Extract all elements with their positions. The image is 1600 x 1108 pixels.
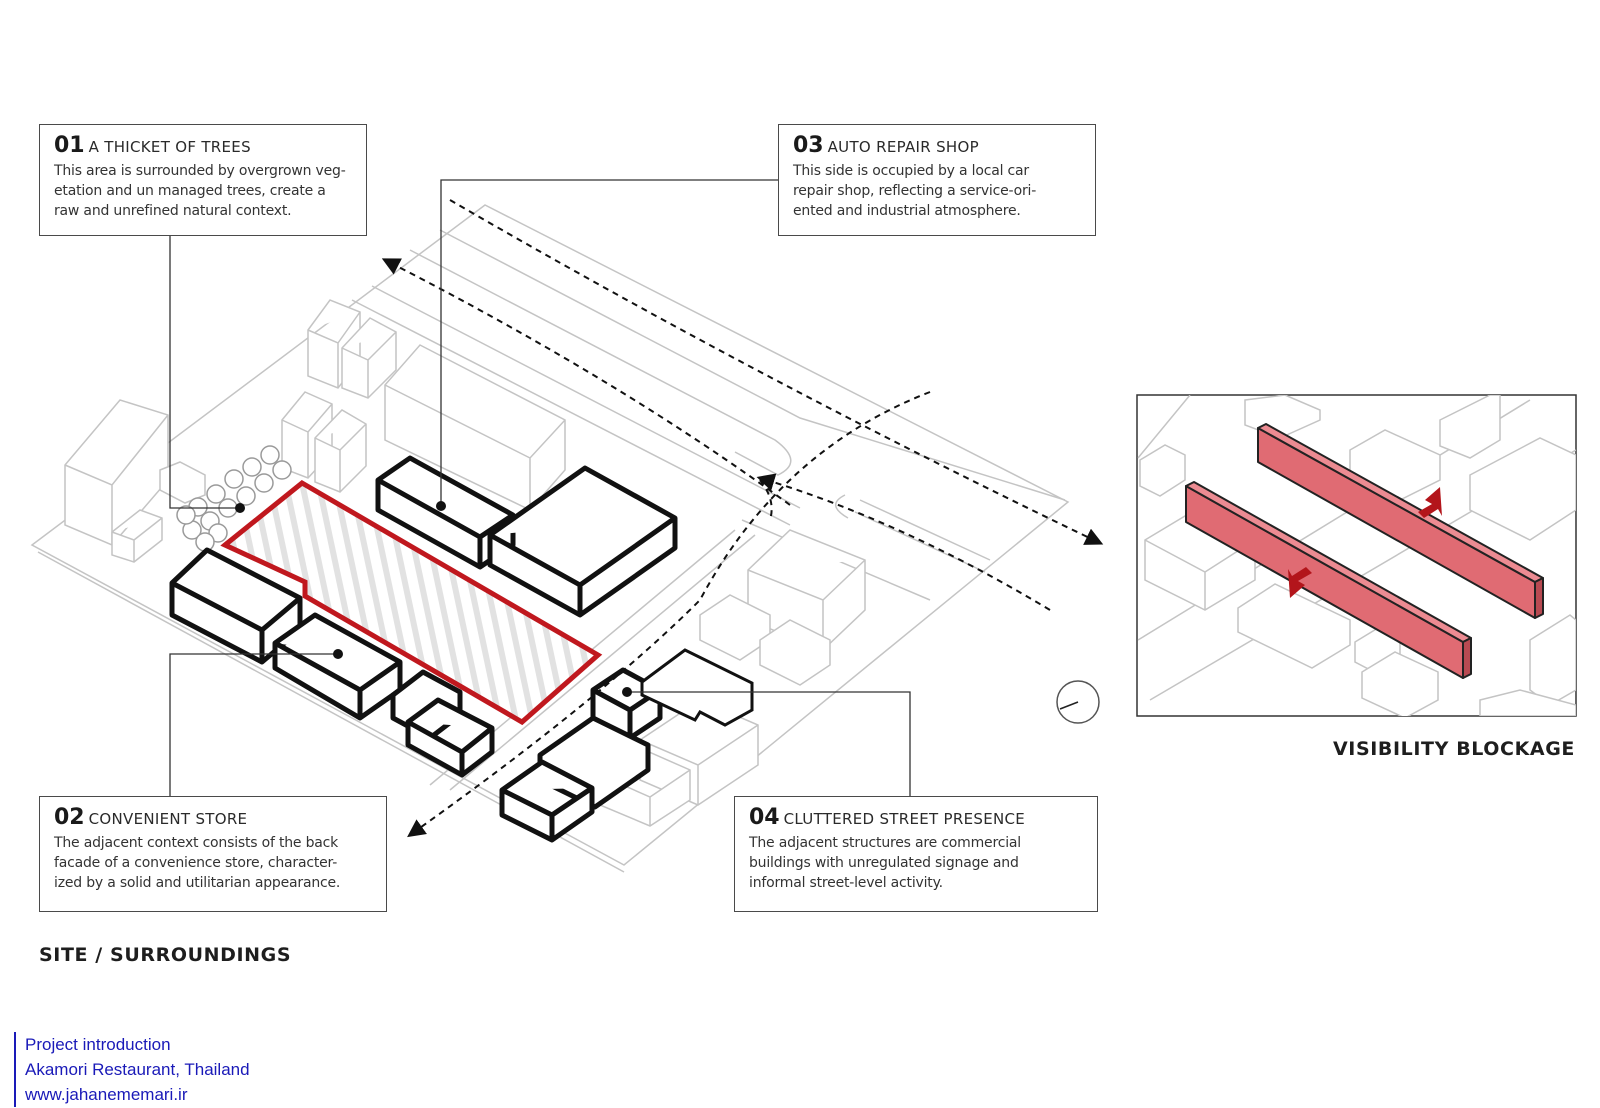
leader-points — [235, 501, 632, 697]
callout-title: CONVENIENT STORE — [88, 810, 248, 828]
tree-cluster — [176, 445, 292, 552]
circulation-arrows — [381, 199, 1104, 838]
callout-number: 02 — [54, 805, 85, 830]
leader-lines — [169, 179, 911, 796]
repair-shop — [487, 465, 678, 618]
wall-arrows — [1288, 487, 1442, 598]
callout-number: 04 — [749, 805, 780, 830]
street-shops — [640, 648, 754, 727]
inset-heading: VISIBILITY BLOCKAGE — [1333, 738, 1575, 760]
credit-line: Akamori Restaurant, Thailand — [25, 1060, 250, 1079]
callout-text: The adjacent structures are commercial b… — [749, 835, 1021, 891]
context-buildings — [64, 299, 866, 827]
callout-title: CLUTTERED STREET PRESENCE — [783, 810, 1026, 828]
credits: Project introduction Akamori Restaurant,… — [14, 1032, 250, 1107]
callout-text: The adjacent context consists of the bac… — [54, 835, 341, 891]
roads — [351, 229, 1066, 791]
callout-number: 03 — [793, 133, 824, 158]
callout-text: This area is surrounded by overgrown veg… — [54, 163, 346, 219]
north-indicator — [1056, 680, 1100, 724]
site-heading: SITE / SURROUNDINGS — [39, 944, 292, 966]
credit-link[interactable]: www.jahanememari.ir — [25, 1085, 188, 1104]
credit-line: Project introduction — [25, 1035, 171, 1054]
callout-number: 01 — [54, 133, 85, 158]
callout-title: A THICKET OF TREES — [88, 138, 251, 156]
adjacent-buildings — [169, 455, 678, 843]
callout-text: This side is occupied by a local car rep… — [793, 163, 1037, 219]
inset-frame — [1136, 394, 1577, 717]
callout-title: AUTO REPAIR SHOP — [827, 138, 979, 156]
blocking-walls — [1185, 423, 1544, 679]
site-boundary — [220, 479, 603, 726]
